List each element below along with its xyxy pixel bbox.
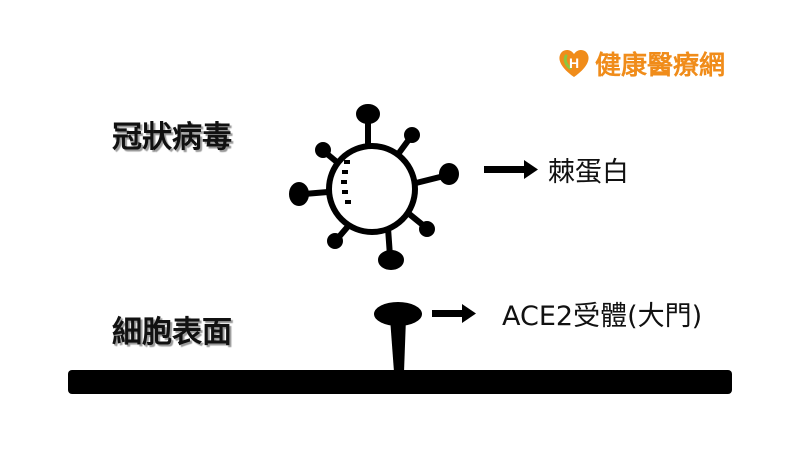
virus-inner-marks [341, 160, 351, 204]
virus-body [326, 143, 418, 235]
spike-lower-right-head [419, 221, 435, 237]
heart-letter: H [569, 55, 579, 71]
spike-protein-label: 棘蛋白 [548, 157, 629, 188]
arrow-to-receptor [432, 304, 476, 323]
receptor-head [374, 302, 422, 326]
heart-logo-icon: H [559, 49, 589, 77]
ace2-receptor [374, 302, 422, 372]
spike-upper-right-head [404, 127, 420, 143]
ace2-receptor-label: ACE2受體(大門) [502, 301, 703, 332]
receptor-stalk [390, 318, 406, 372]
spike-left-head [289, 182, 309, 206]
spike-upper-left-head [315, 142, 331, 158]
brand-logo: H 健康醫療網 [557, 45, 725, 81]
logo-text: 健康醫療網 [595, 50, 726, 81]
arrow-to-spike [484, 160, 538, 179]
spike-right [413, 173, 447, 186]
spike-top-head [356, 104, 380, 124]
virus-spikes [289, 104, 459, 270]
cell-surface-label: 細胞表面 [112, 315, 232, 350]
spike-bottom-head [378, 250, 404, 270]
spike-lower-left-head [327, 233, 343, 249]
cell-surface-bar [68, 370, 732, 394]
spike-right-head [439, 163, 459, 185]
virus-label: 冠狀病毒 [112, 120, 232, 155]
